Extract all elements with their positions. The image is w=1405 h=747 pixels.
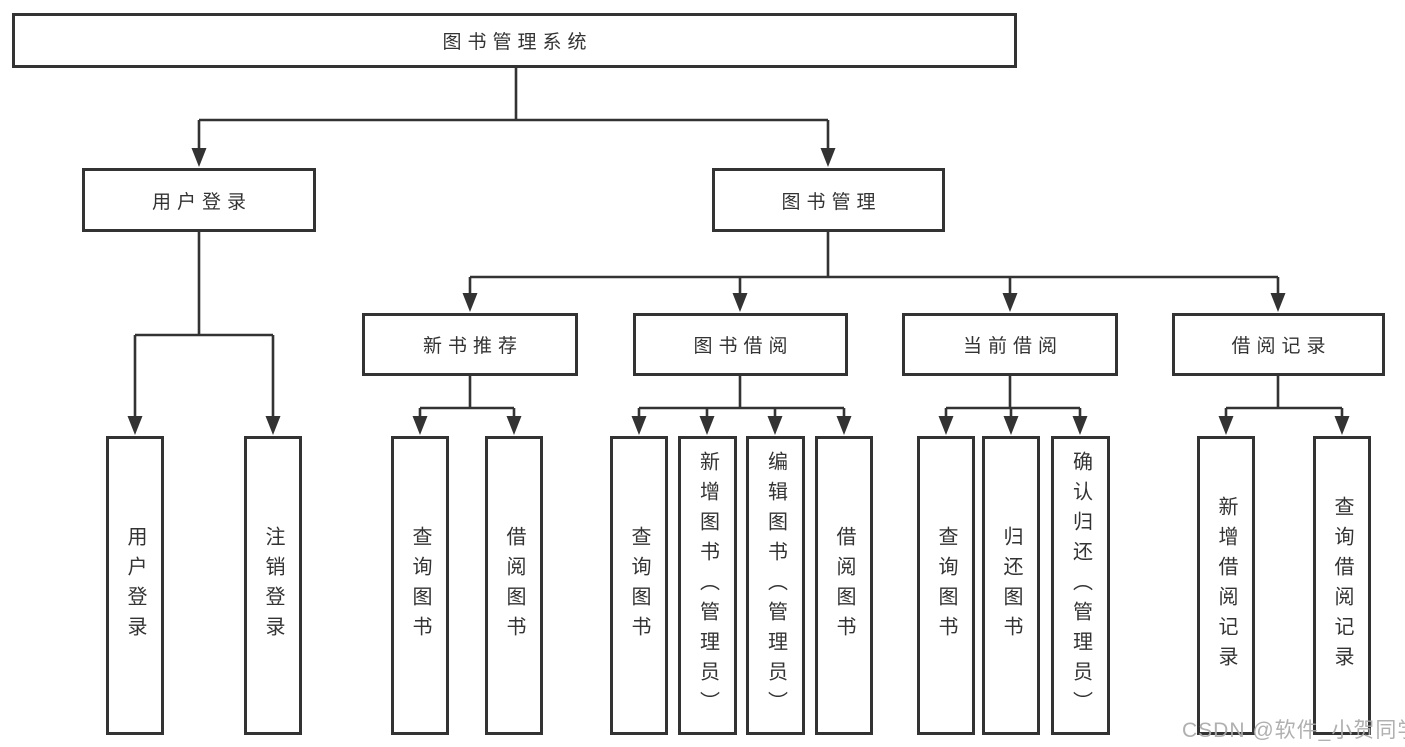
node-leaf-borrow-books-label: 借阅图书	[833, 525, 855, 646]
node-book-management: 图书管理	[712, 168, 945, 232]
node-new-book-recommend-label: 新书推荐	[422, 336, 523, 357]
node-user-login-branch: 用户登录	[82, 168, 316, 232]
node-new-book-recommend: 新书推荐	[362, 313, 578, 376]
node-leaf-edit-books-admin-label: 编辑图书（管理员）	[764, 450, 787, 721]
node-leaf-confirm-return-admin-label: 确认归还（管理员）	[1069, 450, 1092, 721]
node-leaf-borrow-books: 借阅图书	[815, 436, 873, 735]
node-leaf-current-query-books: 查询图书	[917, 436, 975, 735]
node-leaf-borrow-query-books: 查询图书	[610, 436, 668, 735]
node-library-system-label: 图书管理系统	[442, 32, 593, 53]
node-library-system: 图书管理系统	[12, 13, 1017, 68]
node-leaf-return-books: 归还图书	[982, 436, 1040, 735]
node-leaf-borrow-query-books-label: 查询图书	[628, 525, 650, 646]
node-leaf-logout-label: 注销登录	[262, 525, 284, 646]
node-leaf-logout: 注销登录	[244, 436, 302, 735]
node-leaf-add-borrow-record-label: 新增借阅记录	[1215, 495, 1237, 676]
node-leaf-add-books-admin-label: 新增图书（管理员）	[696, 450, 719, 721]
node-leaf-edit-books-admin: 编辑图书（管理员）	[746, 436, 805, 735]
node-leaf-user-login: 用户登录	[106, 436, 164, 735]
node-current-borrow: 当前借阅	[902, 313, 1118, 376]
node-leaf-query-borrow-record-label: 查询借阅记录	[1331, 495, 1353, 676]
node-leaf-add-borrow-record: 新增借阅记录	[1197, 436, 1255, 735]
node-book-borrow-label: 图书借阅	[693, 336, 794, 357]
node-borrow-records: 借阅记录	[1172, 313, 1385, 376]
node-leaf-recommend-query-books: 查询图书	[391, 436, 449, 735]
node-current-borrow-label: 当前借阅	[962, 336, 1063, 357]
node-leaf-return-books-label: 归还图书	[1000, 525, 1022, 646]
node-book-borrow: 图书借阅	[633, 313, 848, 376]
node-leaf-recommend-borrow-books: 借阅图书	[485, 436, 543, 735]
node-leaf-add-books-admin: 新增图书（管理员）	[678, 436, 737, 735]
node-leaf-confirm-return-admin: 确认归还（管理员）	[1051, 436, 1110, 735]
node-leaf-user-login-label: 用户登录	[124, 525, 146, 646]
node-book-management-label: 图书管理	[781, 191, 882, 213]
node-leaf-query-borrow-record: 查询借阅记录	[1313, 436, 1371, 735]
node-borrow-records-label: 借阅记录	[1231, 336, 1332, 357]
node-leaf-current-query-books-label: 查询图书	[935, 525, 957, 646]
node-user-login-branch-label: 用户登录	[151, 191, 252, 213]
node-leaf-recommend-borrow-books-label: 借阅图书	[503, 525, 525, 646]
node-leaf-recommend-query-books-label: 查询图书	[409, 525, 431, 646]
csdn-watermark: CSDN @软件_小贺同学	[1182, 719, 1405, 742]
